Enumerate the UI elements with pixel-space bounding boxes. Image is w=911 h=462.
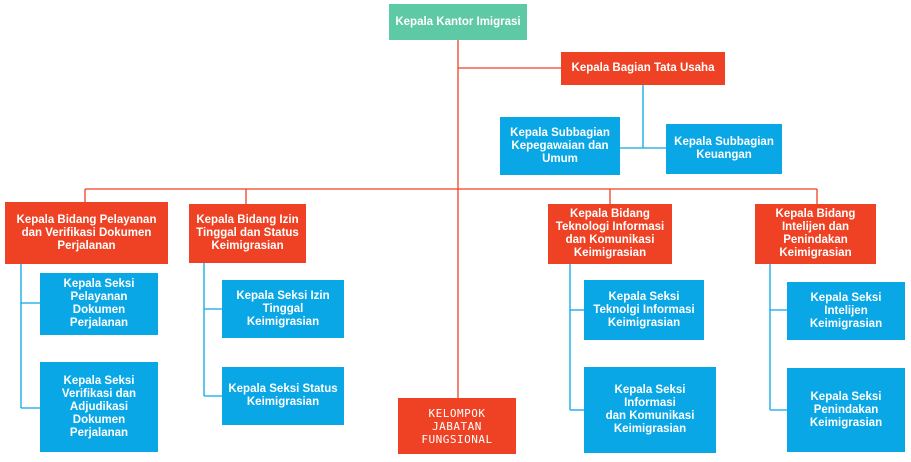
node-subbagian-keuangan: Kepala Subbagian Keuangan (666, 124, 782, 174)
node-seksi-status: Kepala Seksi Status Keimigrasian (222, 367, 344, 425)
node-seksi-izin-tinggal: Kepala Seksi Izin Tinggal Keimigrasian (222, 280, 344, 338)
node-kepala-bagian-tata-usaha: Kepala Bagian Tata Usaha (561, 52, 725, 85)
node-seksi-pelayanan-dokumen: Kepala Seksi Pelayanan Dokumen Perjalana… (40, 273, 158, 335)
node-subbagian-kepegawaian: Kepala Subbagian Kepegawaian dan Umum (500, 117, 620, 175)
node-seksi-intelijen: Kepala Seksi Intelijen Keimigrasian (787, 282, 905, 340)
node-bidang-izin-tinggal: Kepala Bidang Izin Tinggal dan Status Ke… (189, 204, 306, 263)
node-seksi-informasi-komunikasi: Kepala Seksi Informasi dan Komunikasi Ke… (584, 367, 716, 453)
node-seksi-penindakan: Kepala Seksi Penindakan Keimigrasian (787, 368, 905, 452)
node-bidang-tik: Kepala Bidang Teknologi Informasi dan Ko… (548, 204, 672, 264)
node-bidang-intelijen: Kepala Bidang Intelijen dan Penindakan K… (755, 204, 876, 264)
node-bidang-pelayanan: Kepala Bidang Pelayanan dan Verifikasi D… (5, 202, 168, 264)
node-kelompok-jabatan-fungsional: KELOMPOK JABATAN FUNGSIONAL (398, 398, 516, 454)
node-seksi-teknologi-informasi: Kepala Seksi Teknolgi Informasi Keimigra… (584, 280, 704, 340)
node-seksi-verifikasi-adjudikasi: Kepala Seksi Verifikasi dan Adjudikasi D… (40, 362, 158, 452)
node-kepala-kantor-imigrasi: Kepala Kantor Imigrasi (389, 4, 527, 40)
